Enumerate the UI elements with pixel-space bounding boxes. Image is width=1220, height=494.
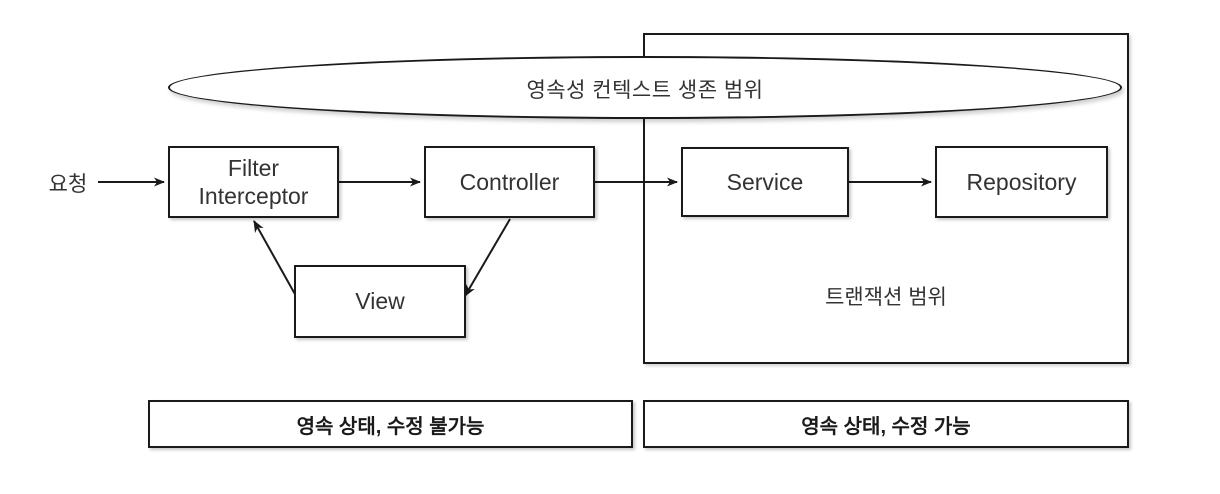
node-filter-interceptor: Filter Interceptor [168,146,339,218]
node-controller: Controller [424,146,595,218]
node-filter-label-line1: Filter [227,154,280,181]
request-label: 요청 [48,173,88,196]
node-service-label: Service [726,168,804,195]
node-view: View [294,265,466,338]
node-repository-label: Repository [966,168,1077,195]
arrow-view-to-filter [253,220,297,297]
arrow-controller-to-view [464,218,511,297]
state-bar-writable-label: 영속 상태, 수정 가능 [801,415,971,438]
node-filter-label-line2: Interceptor [198,183,309,209]
node-controller-label: Controller [459,168,560,195]
persistence-context-scope-ellipse [168,56,1122,119]
node-repository: Repository [935,146,1108,218]
node-view-label: View [355,288,405,315]
node-service: Service [681,147,849,217]
persistence-context-scope-label: 영속성 컨텍스트 생존 범위 [526,79,764,102]
transaction-scope-rectangle [643,33,1129,364]
transaction-scope-label: 트랜잭션 범위 [825,286,947,309]
state-bar-writable: 영속 상태, 수정 가능 [643,400,1129,448]
state-bar-readonly: 영속 상태, 수정 불가능 [148,400,633,448]
state-bar-readonly-label: 영속 상태, 수정 불가능 [296,415,485,438]
